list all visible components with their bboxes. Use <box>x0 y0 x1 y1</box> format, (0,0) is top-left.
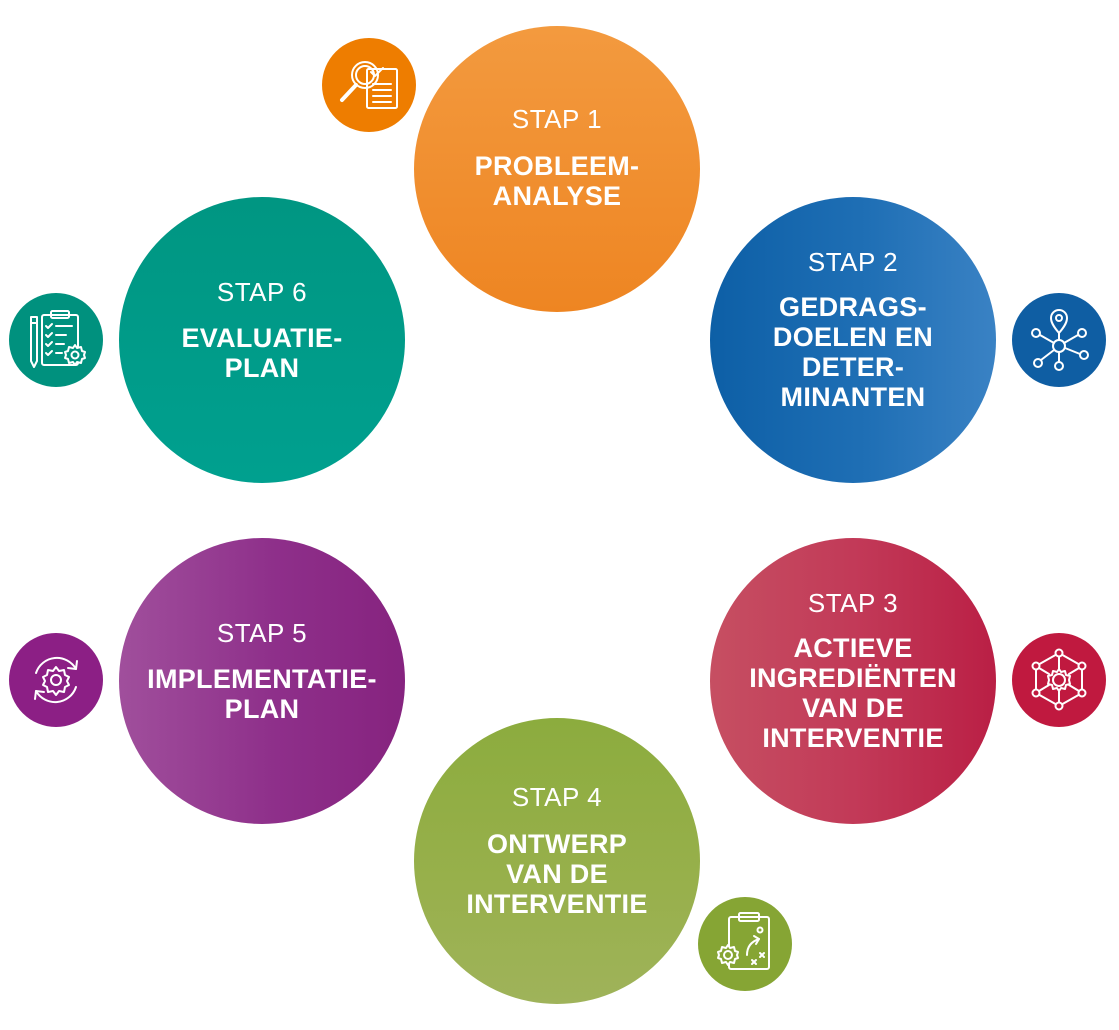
step-1-title: PROBLEEM- ANALYSE <box>474 151 640 211</box>
step-6-title: EVALUATIE- PLAN <box>181 323 343 383</box>
network-location-icon <box>1012 293 1106 387</box>
checklist-gear-icon <box>9 293 103 387</box>
step-3-title: ACTIEVE INGREDIËNTEN VAN DE INTERVENTIE <box>749 633 957 753</box>
step-4-circle: STAP 4 ONTWERP VAN DE INTERVENTIE <box>414 718 700 1004</box>
step-3-label: STAP 3 <box>807 588 899 618</box>
step-2-circle: STAP 2 GEDRAGS- DOELEN EN DETER- MINANTE… <box>710 197 996 483</box>
step-5-circle: STAP 5 IMPLEMENTATIE- PLAN <box>119 538 405 824</box>
step-4-label: STAP 4 <box>511 782 603 812</box>
magnifier-document-icon <box>322 38 416 132</box>
step-5-label: STAP 5 <box>216 618 308 648</box>
step-5-title: IMPLEMENTATIE- PLAN <box>147 664 377 724</box>
step-2-label: STAP 2 <box>807 247 899 277</box>
step-3-circle: STAP 3 ACTIEVE INGREDIËNTEN VAN DE INTER… <box>710 538 996 824</box>
step-6-label: STAP 6 <box>216 277 308 307</box>
clipboard-strategy-icon <box>698 897 792 991</box>
step-2-title: GEDRAGS- DOELEN EN DETER- MINANTEN <box>772 292 934 412</box>
hexagon-gear-network-icon <box>1012 633 1106 727</box>
step-1-circle: STAP 1 PROBLEEM- ANALYSE <box>414 26 700 312</box>
step-6-circle: STAP 6 EVALUATIE- PLAN <box>119 197 405 483</box>
step-4-title: ONTWERP VAN DE INTERVENTIE <box>466 829 648 919</box>
step-1-label: STAP 1 <box>511 104 603 134</box>
cycle-gear-icon <box>9 633 103 727</box>
